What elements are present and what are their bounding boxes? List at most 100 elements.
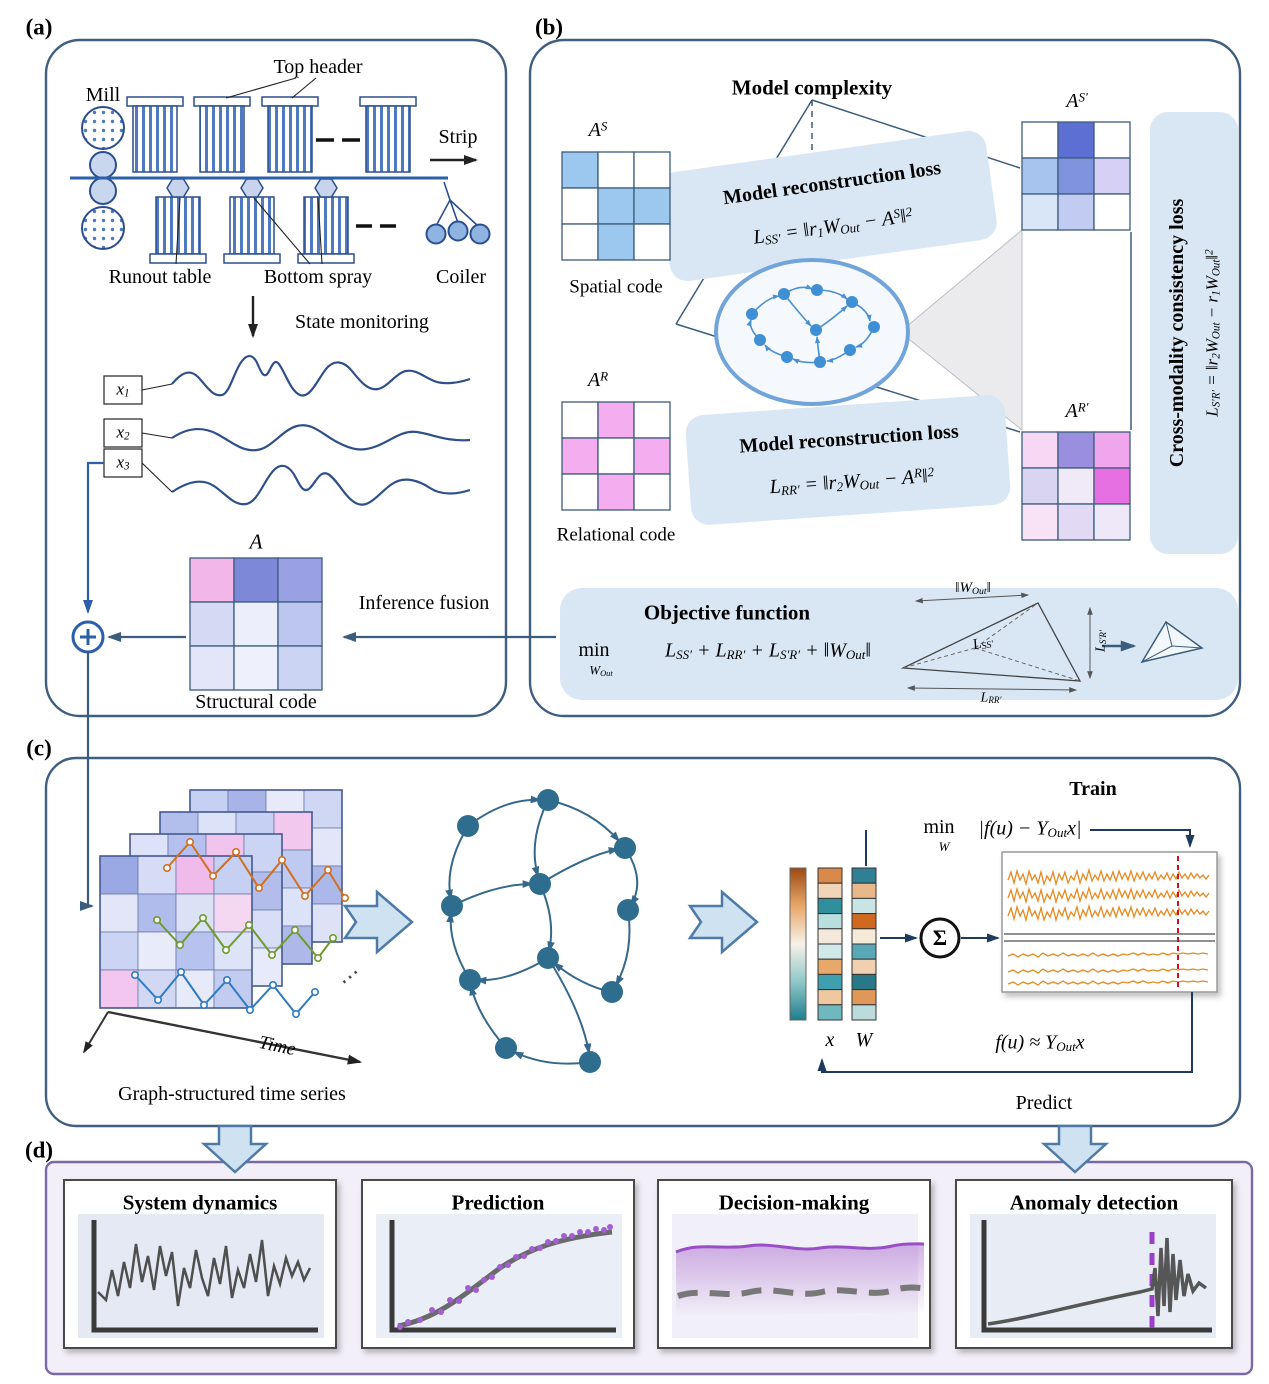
predict-label: Predict xyxy=(1015,1092,1073,1114)
sigma-label: Σ xyxy=(932,924,948,950)
table-rollers xyxy=(166,178,338,198)
coiler xyxy=(425,181,491,245)
ellipsis-dashes xyxy=(316,138,396,228)
signal-orange xyxy=(162,837,350,903)
block-arrow-2 xyxy=(687,889,759,955)
train-min-sub: W xyxy=(938,838,950,854)
inference-fusion-label: Inference fusion xyxy=(358,592,490,614)
relational-code-matrix xyxy=(561,401,671,511)
predict-arrow xyxy=(817,992,1193,1073)
tetra-wout-label: ‖WOut‖ xyxy=(955,580,991,598)
mill-rolls xyxy=(81,106,125,250)
signal-x1-label: x1 xyxy=(116,379,130,400)
panel-c-label: (c) xyxy=(26,735,52,761)
objective-min: min xyxy=(578,639,610,661)
recon-loss-box-2 xyxy=(685,395,1011,525)
top-cooling-headers xyxy=(126,96,417,173)
sum-circle xyxy=(919,917,961,959)
model-complexity-label: Model complexity xyxy=(731,75,893,100)
plus-to-panel-c-arrow xyxy=(79,652,95,912)
down-arrow-right xyxy=(1040,1124,1110,1174)
spatial-prime-label: AS′ xyxy=(1066,89,1088,112)
top-header-label: Top header xyxy=(273,56,363,78)
signal-fan-lines xyxy=(141,383,173,493)
signal-x3-label: x3 xyxy=(116,452,130,473)
reservoir-nodes xyxy=(746,284,880,368)
time-axis-arrow xyxy=(107,1010,363,1065)
relational-code-caption: Relational code xyxy=(556,524,676,546)
panel-a-label: (a) xyxy=(25,14,53,40)
mill-label: Mill xyxy=(85,84,121,106)
tetrahedron-sketch xyxy=(900,592,1093,693)
app-panel-system-dynamics xyxy=(63,1179,337,1349)
tetra-lsr-label: LS′R′ xyxy=(1093,630,1109,652)
structural-code-label: Structural code xyxy=(195,691,317,713)
objective-function-box xyxy=(560,588,1238,700)
relational-matrix-label: AR xyxy=(587,368,609,391)
cross-modality-box xyxy=(1150,112,1238,554)
spatial-recon-matrix xyxy=(1021,121,1131,231)
gray-triangle xyxy=(899,228,1023,432)
recon-loss-box-1 xyxy=(659,130,997,282)
train-min: min xyxy=(923,816,955,838)
readout-traces xyxy=(1004,869,1215,986)
weight-vector-w xyxy=(851,867,877,1021)
state-vector-x xyxy=(817,867,843,1021)
reservoir-network-edges xyxy=(445,795,640,1065)
reservoir-network-nodes xyxy=(441,789,639,1073)
tetra-lrr-label: LRR′ xyxy=(980,690,1002,706)
depth-axis-arrow xyxy=(83,1011,109,1054)
panel-b-frame xyxy=(528,38,1242,718)
train-formula: |f(u) − YOutx| xyxy=(978,817,1082,841)
waveform-x2 xyxy=(171,424,471,452)
cross-modality-formula: LS′R′ = ‖r2WOut − r1WOut‖2 xyxy=(1202,249,1223,417)
predict-formula: f(u) ≈ YOutx xyxy=(995,1031,1085,1055)
structural-code-matrix xyxy=(189,557,323,691)
bottom-cooling-headers xyxy=(149,196,355,264)
relational-prime-label: AR′ xyxy=(1065,399,1089,422)
objective-title: Objective function xyxy=(643,600,811,625)
graph-time-series-caption: Graph-structured time series xyxy=(118,1083,346,1105)
panel-b-label: (b) xyxy=(534,14,564,40)
app-title-prediction: Prediction xyxy=(451,1190,545,1215)
signal-green xyxy=(152,913,338,963)
label-connector-lines xyxy=(175,77,323,265)
colorbar xyxy=(789,867,807,1021)
state-monitoring-label: State monitoring xyxy=(295,311,429,333)
app-title-system-dynamics: System dynamics xyxy=(122,1190,278,1215)
train-arrow xyxy=(1090,829,1195,848)
panel-c-frame xyxy=(44,756,1242,1128)
readout-plot xyxy=(1001,851,1218,993)
panel-d-frame xyxy=(44,1160,1254,1376)
signals-to-fusion-arrow xyxy=(82,461,104,615)
objective-expr: LSS′ + LRR′ + LS′R′ + ‖WOut‖ xyxy=(664,639,872,663)
spatial-code-matrix xyxy=(561,151,671,261)
waveform-x1 xyxy=(171,355,471,397)
app-panel-decision-making xyxy=(657,1179,931,1349)
signal-blue xyxy=(130,967,320,1019)
runout-table-label: Runout table xyxy=(108,266,212,288)
signal-x2-label: x2 xyxy=(116,422,130,443)
small-tetrahedron-icon xyxy=(1140,620,1204,664)
objective-min-sub: WOut xyxy=(589,662,613,679)
coiler-label: Coiler xyxy=(436,266,486,288)
time-sheet-1 xyxy=(99,855,253,1009)
spatial-code-caption: Spatial code xyxy=(569,276,663,298)
plus-circle-icon xyxy=(71,620,105,654)
waveform-x3 xyxy=(171,464,471,506)
w-vector-label: W xyxy=(855,1029,873,1051)
strip-label: Strip xyxy=(438,126,478,148)
bottom-spray-label: Bottom spray xyxy=(263,266,373,288)
app-title-anomaly-detection: Anomaly detection xyxy=(1009,1190,1179,1215)
panel-a-frame xyxy=(44,38,508,718)
spatial-matrix-label: AS xyxy=(588,118,608,141)
app-title-decision-making: Decision-making xyxy=(718,1190,870,1215)
cross-modality-title: Cross-modality consistency loss xyxy=(1166,198,1188,468)
matrix-a-label: A xyxy=(249,529,263,554)
train-label: Train xyxy=(1069,778,1117,800)
block-arrow-1 xyxy=(342,889,414,955)
sensor-waveforms xyxy=(171,355,471,506)
app-panel-anomaly-detection xyxy=(955,1179,1233,1349)
